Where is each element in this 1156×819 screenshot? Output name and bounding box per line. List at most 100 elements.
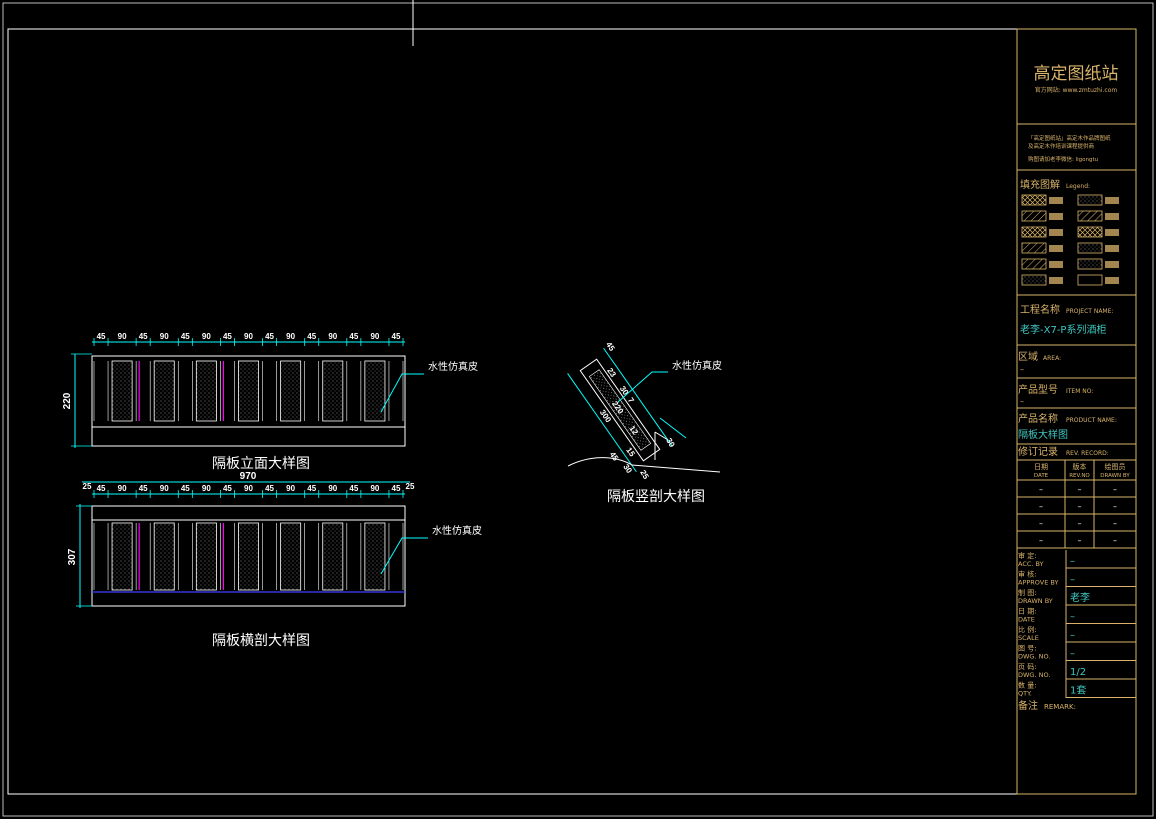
field-value: 1/2: [1070, 667, 1086, 678]
field-label-en: DRAWN BY: [1018, 597, 1053, 605]
dimension-value: 90: [328, 332, 337, 341]
dimension-value: 90: [286, 332, 295, 341]
panel-slot: [364, 522, 386, 591]
legend-swatch-label: [1049, 229, 1063, 236]
notice-line-2: 及高定木作培训课程提供商: [1028, 142, 1095, 150]
field-label: 图 号:: [1018, 645, 1037, 653]
area-label-en: AREA:: [1043, 355, 1061, 362]
dimension-value: 45: [223, 332, 232, 341]
elevation-leader-label: 水性仿真皮: [428, 360, 478, 373]
field-value: 老李: [1070, 591, 1090, 604]
legend-swatch-label: [1049, 245, 1063, 252]
dimension-value: 45: [265, 332, 274, 341]
project-value: 老李-X7-P系列酒柜: [1020, 323, 1106, 336]
legend-swatch-label: [1105, 213, 1119, 220]
section-edge-dim-left: 25: [83, 482, 92, 491]
dimension-value: 45: [181, 484, 190, 493]
field-label: 日 期:: [1018, 608, 1037, 616]
field-value: 1套: [1070, 684, 1086, 697]
legend-title: 填充图解: [1020, 178, 1060, 191]
dimension-value: 90: [202, 484, 211, 493]
vertical-section-dim-line: [659, 417, 687, 439]
dimension-value: 45: [139, 484, 148, 493]
legend-swatch: [1021, 258, 1047, 270]
rev-header-en: DRAWN BY: [1100, 473, 1130, 479]
vertical-section-dim: 45: [608, 450, 621, 463]
panel-slot: [111, 360, 133, 422]
panel-slot: [322, 360, 344, 422]
field-value: –: [1070, 612, 1075, 623]
legend-swatch: [1021, 274, 1047, 286]
panel-slot: [238, 360, 259, 422]
rev-header: 版本: [1073, 462, 1087, 471]
field-label: 审 核:: [1018, 570, 1037, 579]
product-label: 产品名称: [1018, 412, 1058, 425]
rev-label: 修订记录: [1018, 445, 1058, 458]
vertical-section-dim: 30: [618, 384, 631, 397]
dimension-value: 45: [265, 484, 274, 493]
dimension-value: 45: [307, 484, 316, 493]
field-label: 页 码:: [1018, 663, 1037, 671]
elevation-height-dim: 220: [62, 392, 73, 409]
project-label: 工程名称: [1020, 303, 1060, 316]
panel-slot: [153, 360, 175, 422]
panel-slot: [280, 360, 302, 422]
field-label-en: DATE: [1018, 616, 1035, 624]
notice-line-3: 购图请加老李微信: ligongtu: [1028, 155, 1098, 163]
vertical-section-detail: 45 23 30 7 220 12 300 15 30 45 25 30 水性仿…: [567, 340, 722, 505]
vertical-section-dim-line: [567, 373, 637, 473]
vertical-section-leader-label: 水性仿真皮: [672, 359, 722, 372]
legend-swatch-label: [1049, 213, 1063, 220]
brand-name: 高定图纸站: [1034, 64, 1119, 84]
legend-swatch-label: [1105, 277, 1119, 284]
vertical-section-leader: [617, 371, 668, 403]
rev-cell: –: [1078, 485, 1082, 494]
elevation-panel-outline: [91, 355, 406, 447]
rev-cell: –: [1113, 502, 1117, 511]
rev-cell: –: [1039, 502, 1043, 511]
notice-line-1: 「高定图纸站」高定木作品牌图纸: [1028, 134, 1111, 142]
vertical-section-board: [579, 358, 661, 462]
rev-cell: –: [1039, 536, 1043, 545]
dimension-value: 90: [370, 332, 379, 341]
legend-swatch-label: [1105, 261, 1119, 268]
dimension-value: 45: [349, 484, 358, 493]
product-value: 隔板大样图: [1018, 428, 1068, 441]
legend-swatch-label: [1049, 277, 1063, 284]
vertical-section-dim: 30: [621, 463, 634, 476]
vertical-section-break-curve: [567, 457, 721, 473]
section-leader: [380, 537, 428, 575]
rev-cell: –: [1113, 519, 1117, 528]
vertical-section-dim: 23: [605, 366, 618, 379]
legend-swatch: [1077, 258, 1103, 270]
panel-slot: [195, 360, 217, 422]
rev-cell: –: [1113, 485, 1117, 494]
dimension-value: 90: [370, 484, 379, 493]
field-label-en: DWG. NO.: [1018, 671, 1050, 679]
legend-swatch: [1077, 210, 1103, 222]
legend-swatch-label: [1105, 245, 1119, 252]
field-label-en: ACC. BY: [1018, 560, 1044, 568]
dimension-value: 45: [349, 332, 358, 341]
dimension-value: 90: [160, 332, 169, 341]
field-label-en: SCALE: [1018, 634, 1039, 642]
field-value: –: [1070, 556, 1075, 567]
field-value: –: [1070, 649, 1075, 660]
legend-swatch-label: [1105, 197, 1119, 204]
rev-cell: –: [1039, 485, 1043, 494]
legend-swatch-label: [1049, 197, 1063, 204]
panel-slot: [111, 522, 133, 591]
title-block-frame: [1016, 28, 1137, 795]
vertical-section-dim: 7: [626, 396, 636, 405]
section-height-dim: 307: [67, 548, 78, 565]
product-label-en: PRODUCT NAME:: [1066, 417, 1117, 424]
elevation-caption: 隔板立面大样图: [212, 456, 310, 472]
rev-cell: –: [1113, 536, 1117, 545]
field-label: 比 例:: [1018, 625, 1037, 634]
section-edge-dim-right: 25: [406, 482, 415, 491]
remark-label: 备注: [1018, 699, 1038, 712]
field-value: –: [1070, 575, 1075, 586]
dimension-value: 45: [139, 332, 148, 341]
legend-swatch: [1021, 226, 1047, 238]
